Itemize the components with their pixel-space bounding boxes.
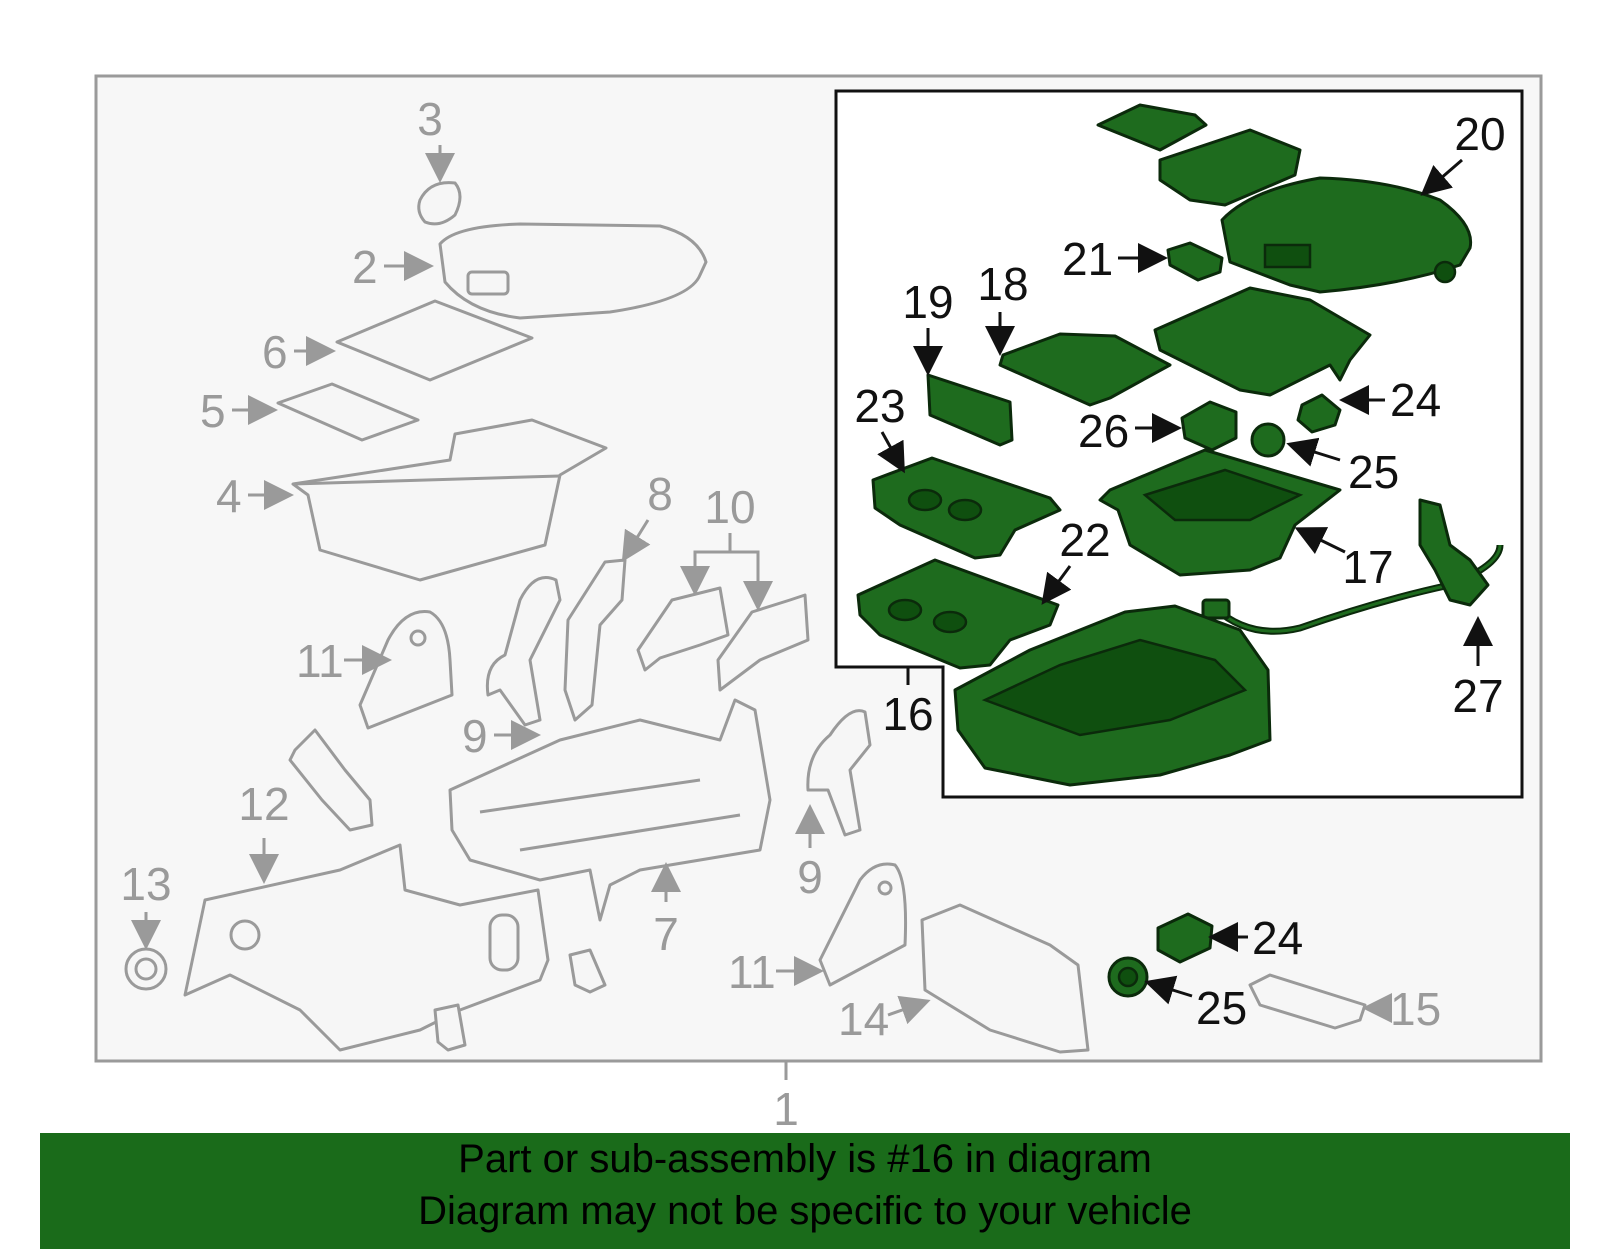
callout-26: 26 — [1078, 405, 1129, 457]
callout-11-lower: 11 — [728, 946, 776, 998]
callout-8: 8 — [647, 468, 673, 520]
part-17-bin-inner — [1142, 468, 1304, 522]
part-cap-a — [568, 948, 607, 994]
callout-16: 16 — [882, 688, 933, 740]
part-11-upper-bracket — [358, 610, 454, 730]
part-19-pad — [926, 373, 1014, 447]
callout-9-upper: 9 — [462, 710, 488, 762]
part-9-lower-hinge — [806, 709, 872, 837]
callout-9-lower: 9 — [797, 851, 823, 903]
part-lid-inner — [1158, 128, 1302, 207]
part-3-clip — [417, 181, 462, 226]
part-hinge-plate — [1153, 286, 1372, 397]
callout-17: 17 — [1342, 541, 1393, 593]
part-25-upper-grommet — [1250, 422, 1286, 458]
callout-12: 12 — [238, 778, 289, 830]
banner-line-2: Diagram may not be specific to your vehi… — [418, 1189, 1192, 1233]
part-13-grommet-inner — [134, 957, 158, 981]
callout-25-upper: 25 — [1348, 446, 1399, 498]
leader-10b — [730, 550, 773, 611]
part-24-upper — [1296, 393, 1342, 434]
leader-17 — [1294, 527, 1346, 555]
callout-11-upper: 11 — [296, 635, 344, 687]
part-top-pad — [1096, 103, 1208, 152]
leader-10 — [680, 533, 732, 596]
leader-8 — [621, 519, 651, 563]
part-12-base-housing — [183, 843, 550, 1052]
callout-6: 6 — [262, 326, 288, 378]
part-cap-b — [433, 1003, 467, 1052]
part-27-bracket — [1418, 498, 1490, 607]
part-bracket-small — [288, 728, 374, 832]
callout-10: 10 — [704, 481, 755, 533]
callout-22: 22 — [1059, 514, 1110, 566]
part-4-storage-tray — [291, 418, 608, 582]
part-15-tray — [1248, 973, 1367, 1030]
leader-23 — [877, 431, 905, 474]
part-10-right-plate — [716, 593, 810, 692]
callout-24-lower: 24 — [1252, 912, 1303, 964]
part-7-seat-frame — [448, 698, 772, 922]
callout-18: 18 — [977, 258, 1028, 310]
part-22-cup-a — [887, 598, 923, 622]
part-18-plate — [998, 332, 1172, 407]
callout-24-upper: 24 — [1390, 374, 1441, 426]
callout-15: 15 — [1390, 983, 1441, 1035]
part-11-lower-hole — [877, 880, 893, 896]
callout-7: 7 — [653, 908, 679, 960]
part-5-pad — [276, 382, 420, 442]
callout-23: 23 — [854, 380, 905, 432]
part-27-connector — [1201, 598, 1231, 620]
callout-5: 5 — [200, 385, 226, 437]
part-23-cup-b — [947, 498, 983, 522]
part-4-rim — [292, 474, 561, 486]
part-25-lower-inner — [1117, 966, 1139, 988]
part-12-slot — [488, 913, 520, 972]
part-10-left-plate — [636, 586, 730, 672]
callout-25-lower: 25 — [1196, 982, 1247, 1034]
callout-20: 20 — [1454, 108, 1505, 160]
callout-19: 19 — [902, 276, 953, 328]
part-6-pad — [335, 299, 534, 382]
leader-20 — [1420, 158, 1463, 196]
callout-1: 1 — [773, 1083, 799, 1135]
leader-22 — [1041, 565, 1072, 605]
part-7-rail-a — [479, 778, 701, 814]
callout-14: 14 — [838, 993, 889, 1045]
part-2-latch — [466, 270, 510, 296]
part-12-hole — [229, 919, 261, 951]
part-26-clip — [1180, 400, 1238, 452]
part-27-harness-core — [1213, 544, 1502, 633]
callout-4: 4 — [216, 470, 242, 522]
part-7-rail-b — [519, 813, 741, 852]
leader-14 — [887, 995, 931, 1025]
info-banner: Part or sub-assembly is #16 in diagram D… — [40, 1133, 1570, 1249]
leader-25-lower — [1144, 975, 1193, 1005]
part-20-hinge — [1263, 243, 1312, 269]
callout-27: 27 — [1452, 670, 1503, 722]
part-20-wheel — [1433, 260, 1457, 284]
banner-line-1: Part or sub-assembly is #16 in diagram — [458, 1137, 1152, 1181]
callout-3: 3 — [417, 93, 443, 145]
callout-2: 2 — [352, 241, 378, 293]
callout-13: 13 — [120, 858, 171, 910]
part-23-cup-a — [907, 488, 943, 512]
leader-25-upper — [1286, 437, 1341, 467]
part-22-cup-b — [932, 610, 968, 634]
part-8-bracket — [563, 558, 627, 722]
part-11-upper-hole — [409, 629, 427, 647]
part-14-panel — [920, 903, 1090, 1054]
callout-21: 21 — [1062, 233, 1113, 285]
part-16-base-top — [981, 638, 1248, 737]
part-21-latch — [1166, 241, 1224, 282]
